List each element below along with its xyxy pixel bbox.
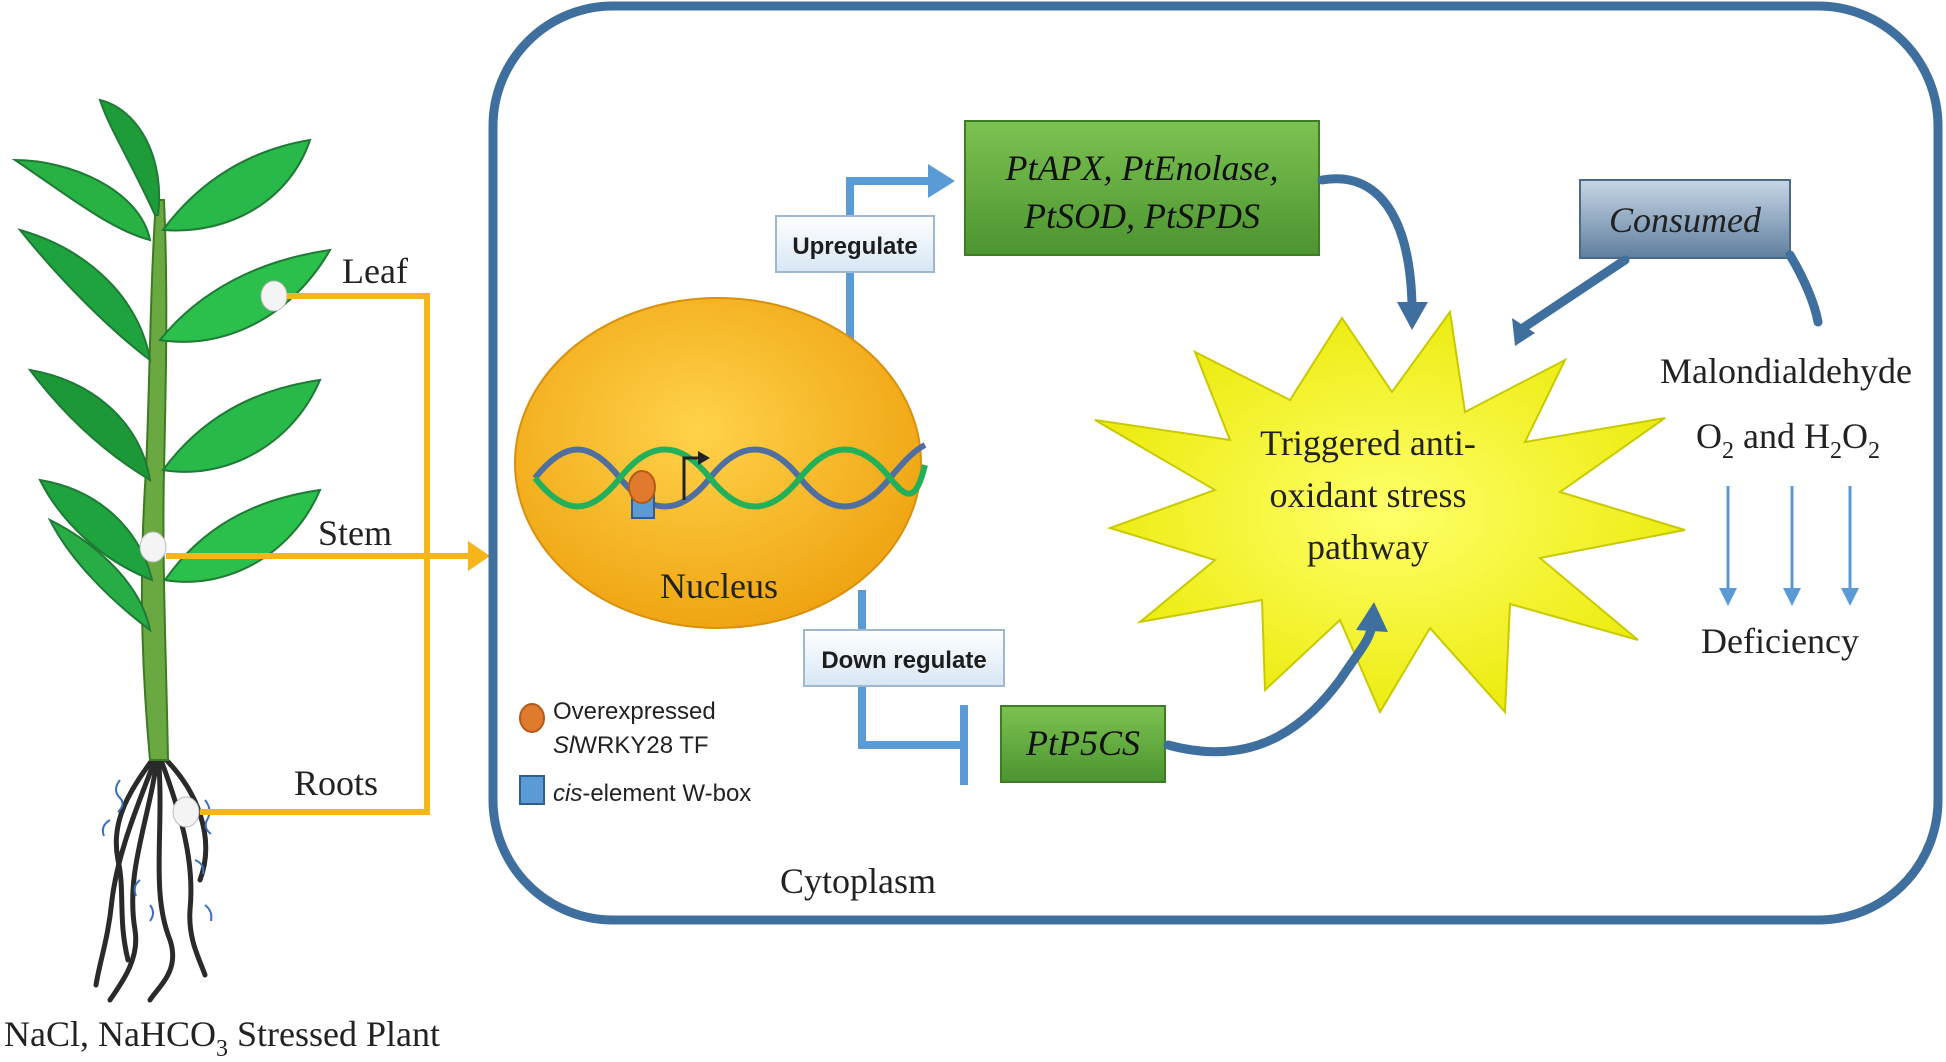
- nucleus: [514, 297, 922, 629]
- legend: Overexpressed SlWRKY28 TF cis-element W-…: [519, 698, 751, 807]
- downregulated-gene-label: PtP5CS: [1025, 723, 1140, 763]
- upregulate-label-box: [775, 215, 935, 273]
- wrky28-tf-icon: [628, 470, 656, 504]
- downregulate-connector: [858, 590, 968, 785]
- dna-helix-icon: [532, 442, 928, 510]
- deficiency-arrows: [1726, 486, 1852, 592]
- upregulated-genes-box: [964, 120, 1320, 256]
- pathway-label-line1: Triggered anti-: [1260, 423, 1476, 463]
- roots-marker: [172, 796, 200, 828]
- arrowhead-from-up-genes: [1397, 302, 1428, 330]
- o2-h2o2-label: O2 and H2O2: [1696, 416, 1880, 464]
- upregulate-label: Upregulate: [792, 233, 917, 260]
- stem-icon: [140, 199, 170, 761]
- pathway-label-line3: pathway: [1307, 527, 1429, 567]
- organ-to-cell-arrowhead: [468, 541, 490, 571]
- cell-membrane: [488, 1, 1943, 925]
- transcription-start-icon: [682, 456, 702, 500]
- legend-w-box-icon: [519, 775, 545, 805]
- malondialdehyde-label: Malondialdehyde: [1660, 351, 1912, 391]
- legend-tf-line1: Overexpressed: [553, 698, 716, 725]
- legend-tf-icon: [519, 703, 545, 733]
- legend-tf-line2: SlWRKY28 TF: [553, 732, 709, 759]
- downregulate-label-box: [803, 629, 1005, 687]
- arrowhead-from-consumed: [1512, 318, 1535, 346]
- upregulate-arrowhead: [928, 164, 955, 198]
- leaf-marker: [260, 280, 288, 312]
- consumed-box: [1579, 179, 1791, 259]
- organ-connectors: [166, 293, 470, 815]
- roots-label: Roots: [294, 763, 378, 803]
- plant-caption: NaCl, NaHCO3 Stressed Plant: [4, 1014, 440, 1062]
- cytoplasm-label: Cytoplasm: [780, 861, 936, 901]
- roots-icon: [93, 749, 209, 1003]
- antioxidant-pathway-starburst: [1094, 309, 1686, 715]
- legend-w-box-label: cis-element W-box: [553, 780, 751, 807]
- leaf-label: Leaf: [342, 251, 408, 291]
- upregulated-genes-line1: PtAPX, PtEnolase,: [1005, 148, 1279, 188]
- nucleus-label: Nucleus: [660, 566, 778, 606]
- pathway-arrows: [1163, 174, 1823, 757]
- upregulated-genes-line2: PtSOD, PtSPDS: [1023, 196, 1260, 236]
- plant-illustration: [11, 98, 332, 1003]
- stem-label: Stem: [318, 513, 392, 553]
- consumed-label: Consumed: [1609, 200, 1762, 240]
- deficiency-label: Deficiency: [1701, 621, 1859, 661]
- stem-marker: [139, 531, 167, 563]
- leaf-icon: [11, 98, 332, 633]
- arrowhead-from-p5cs: [1356, 602, 1388, 632]
- pathway-label-line2: oxidant stress: [1270, 475, 1467, 515]
- downregulate-label: Down regulate: [821, 647, 986, 674]
- upregulate-connector: [846, 177, 948, 345]
